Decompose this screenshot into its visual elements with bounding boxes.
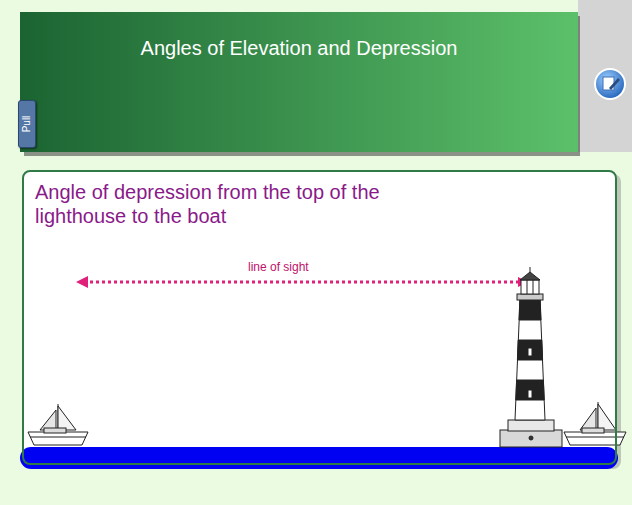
water-band: [20, 447, 618, 469]
panel-ground: [22, 170, 617, 465]
line-label: line of sight: [246, 260, 311, 274]
content-panel: Angle of depression from the top of the …: [22, 170, 617, 465]
page-title: Angles of Elevation and Depression: [20, 36, 578, 60]
tab-label: Pull: [21, 116, 33, 133]
sailboat: [28, 404, 88, 445]
lighthouse: [500, 267, 562, 447]
panel-heading: Angle of depression from the top of the …: [35, 180, 475, 228]
line-of-sight: [84, 281, 520, 284]
notes-icon-pencil: [609, 78, 620, 90]
side-panel: [578, 0, 632, 152]
header-bar: [20, 12, 578, 152]
arrow-head: [76, 276, 88, 288]
notes-icon: [595, 69, 625, 99]
pull-tab: Pull: [18, 100, 36, 148]
